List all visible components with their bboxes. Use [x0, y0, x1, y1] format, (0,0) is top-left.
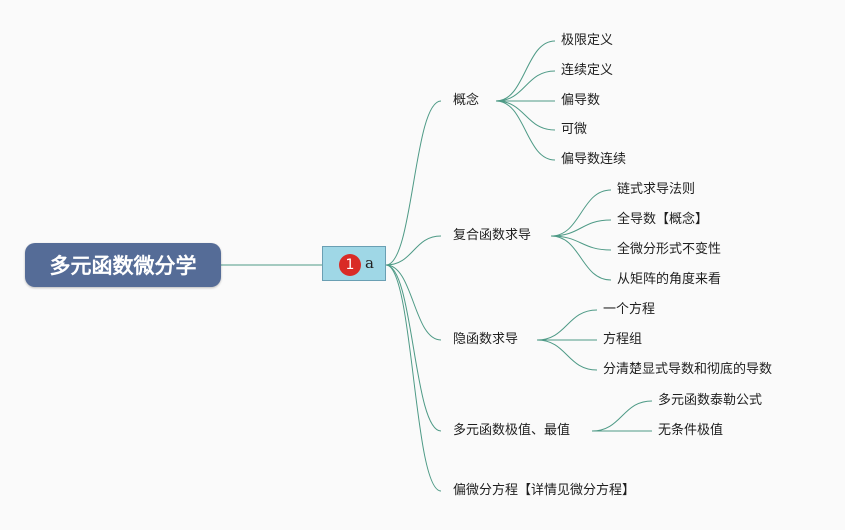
branch-extrema[interactable]: 多元函数极值、最值: [453, 423, 571, 438]
branch-pde[interactable]: 偏微分方程【详情见微分方程】: [453, 483, 636, 498]
leaf-differentiable[interactable]: 可微: [561, 122, 588, 137]
leaf-connector-0-3: [495, 100, 556, 131]
leaf-matrix-view[interactable]: 从矩阵的角度来看: [617, 272, 722, 287]
branch-connector-4: [385, 264, 442, 492]
leaf-connector-2-2: [536, 339, 598, 371]
leaf-connector-0-1: [495, 70, 556, 102]
leaf-connector-0-0: [495, 40, 556, 102]
leaf-chain-rule[interactable]: 链式求导法则: [617, 182, 696, 197]
branch-concept[interactable]: 概念: [453, 93, 480, 108]
leaf-limit-definition[interactable]: 极限定义: [561, 33, 614, 48]
leaf-connector-3-0: [591, 400, 653, 432]
leaf-connector-1-0: [550, 189, 612, 237]
leaf-taylor-formula[interactable]: 多元函数泰勒公式: [658, 393, 763, 408]
marker-badge: 1: [339, 254, 361, 276]
leaf-total-derivative[interactable]: 全导数【概念】: [617, 212, 709, 227]
branch-implicit-derivative[interactable]: 隐函数求导: [453, 332, 519, 347]
leaf-differential-invariance[interactable]: 全微分形式不变性: [617, 242, 722, 257]
leaf-connector-0-4: [495, 100, 556, 161]
branch-composite-derivative[interactable]: 复合函数求导: [453, 228, 532, 243]
hub-node[interactable]: 1 a: [322, 246, 386, 281]
leaf-connector-1-2: [550, 235, 612, 251]
leaf-partial-derivative[interactable]: 偏导数: [561, 93, 601, 108]
leaf-equation-system[interactable]: 方程组: [603, 332, 643, 347]
leaf-connector-1-1: [550, 219, 612, 237]
hub-label: a: [365, 254, 374, 272]
leaf-single-equation[interactable]: 一个方程: [603, 302, 656, 317]
leaf-unconstrained-extrema[interactable]: 无条件极值: [658, 423, 724, 438]
leaf-explicit-vs-total[interactable]: 分清楚显式导数和彻底的导数: [603, 362, 773, 377]
leaf-connector-2-0: [536, 309, 598, 341]
leaf-continuity-definition[interactable]: 连续定义: [561, 63, 614, 78]
root-node[interactable]: 多元函数微分学: [25, 243, 221, 287]
root-label: 多元函数微分学: [49, 254, 197, 278]
branch-connector-1: [385, 235, 442, 266]
branch-connector-2: [385, 264, 442, 341]
leaf-connector-1-3: [550, 235, 612, 281]
branch-connector-3: [385, 264, 442, 432]
leaf-partial-continuous[interactable]: 偏导数连续: [561, 152, 627, 167]
branch-connector-0: [385, 100, 442, 266]
